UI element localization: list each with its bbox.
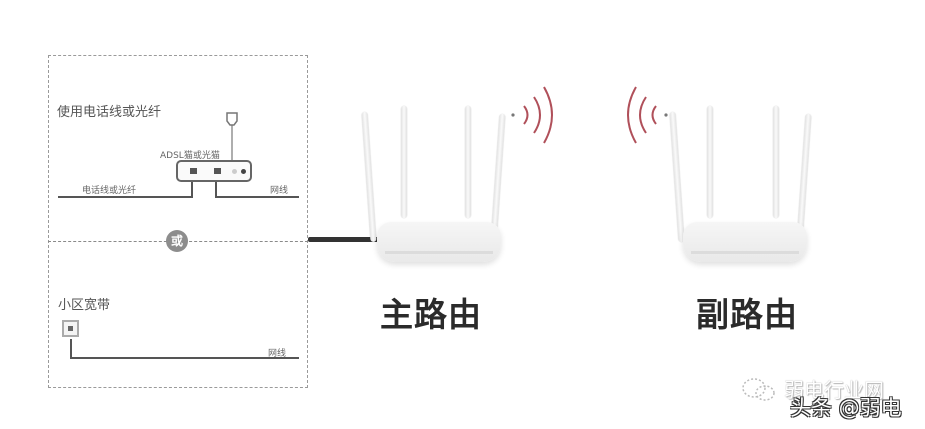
socket-cable-drop	[70, 339, 72, 359]
lan-cable-drop	[215, 182, 217, 198]
watermark-site: 弱电行业网	[784, 378, 884, 402]
modem-indicator	[232, 169, 237, 174]
community-lan-cable	[70, 357, 299, 359]
watermark-author: 头条 @弱电	[790, 396, 902, 420]
wan-cable	[308, 237, 380, 242]
bottom-section-title: 小区宽带	[58, 298, 111, 313]
antenna	[707, 106, 713, 218]
lan-cable	[215, 196, 299, 198]
router-body	[377, 222, 501, 262]
antenna	[773, 106, 779, 218]
router-body	[683, 222, 807, 262]
modem-port-lan	[214, 168, 221, 174]
modem-power	[241, 169, 246, 174]
antenna	[465, 106, 471, 218]
phone-line-label: 电话线或光纤	[82, 186, 137, 196]
antenna	[361, 111, 377, 243]
phone-plug-icon	[226, 112, 238, 162]
top-cable-label: 网线	[270, 186, 289, 196]
antenna	[401, 106, 407, 218]
main-router-label: 主路由	[380, 295, 482, 334]
wechat-icon	[742, 378, 775, 401]
wifi-waves-left-icon	[627, 86, 668, 144]
phone-line-cable	[58, 196, 193, 198]
modem-device	[176, 160, 252, 182]
phone-line-drop	[191, 182, 193, 198]
modem-label: ADSL猫或光猫	[160, 151, 220, 161]
secondary-router-label: 副路由	[696, 295, 798, 334]
bottom-cable-label: 网线	[268, 349, 287, 359]
ethernet-wall-socket-icon	[62, 320, 79, 337]
wifi-waves-right-icon	[511, 86, 553, 144]
connection-options-panel	[48, 55, 308, 388]
modem-port-phone	[190, 168, 197, 174]
or-badge: 或	[166, 230, 188, 252]
antenna	[669, 111, 685, 243]
top-section-title: 使用电话线或光纤	[57, 105, 162, 120]
